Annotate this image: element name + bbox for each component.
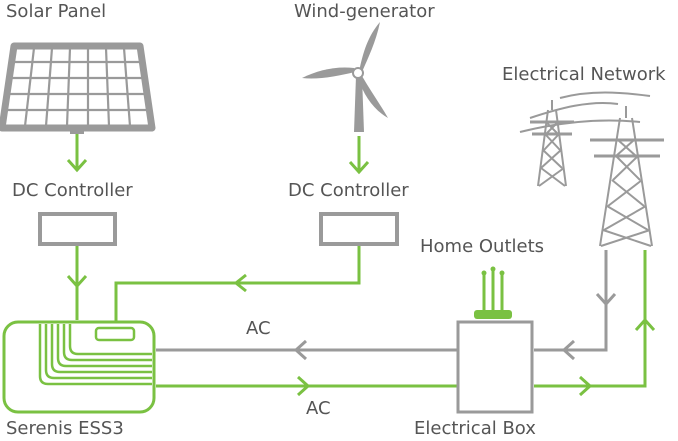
wind-to-controller-arrow xyxy=(348,136,370,175)
box-to-network-line xyxy=(534,250,656,397)
ess-label: Serenis ESS3 xyxy=(6,418,124,439)
ac-return-line xyxy=(156,339,458,361)
power-tower-icon xyxy=(519,91,664,247)
dc-controller-right-box xyxy=(319,212,399,246)
dc-controller-right-label: DC Controller xyxy=(288,180,409,201)
electrical-box xyxy=(456,320,534,414)
dc-controller-left-box xyxy=(38,212,117,246)
home-outlets-icon xyxy=(474,266,512,319)
electrical-network-label: Electrical Network xyxy=(502,64,666,85)
ess-unit-icon xyxy=(2,320,156,414)
controller-left-to-ess-arrow xyxy=(66,246,88,320)
solar-panel-label: Solar Panel xyxy=(6,1,107,22)
ac-top-label: AC xyxy=(246,318,271,339)
ac-bottom-label: AC xyxy=(306,398,331,419)
wind-turbine-icon xyxy=(302,22,388,132)
wind-generator-label: Wind-generator xyxy=(294,1,435,22)
dc-controller-left-label: DC Controller xyxy=(12,180,133,201)
ac-supply-line xyxy=(156,375,458,397)
solar-to-controller-arrow xyxy=(66,134,88,173)
solar-panel-icon xyxy=(0,42,156,134)
controller-right-to-ess-line xyxy=(114,246,361,322)
network-to-box-line xyxy=(534,250,617,361)
electrical-box-label: Electrical Box xyxy=(414,418,536,439)
home-outlets-label: Home Outlets xyxy=(420,236,545,257)
